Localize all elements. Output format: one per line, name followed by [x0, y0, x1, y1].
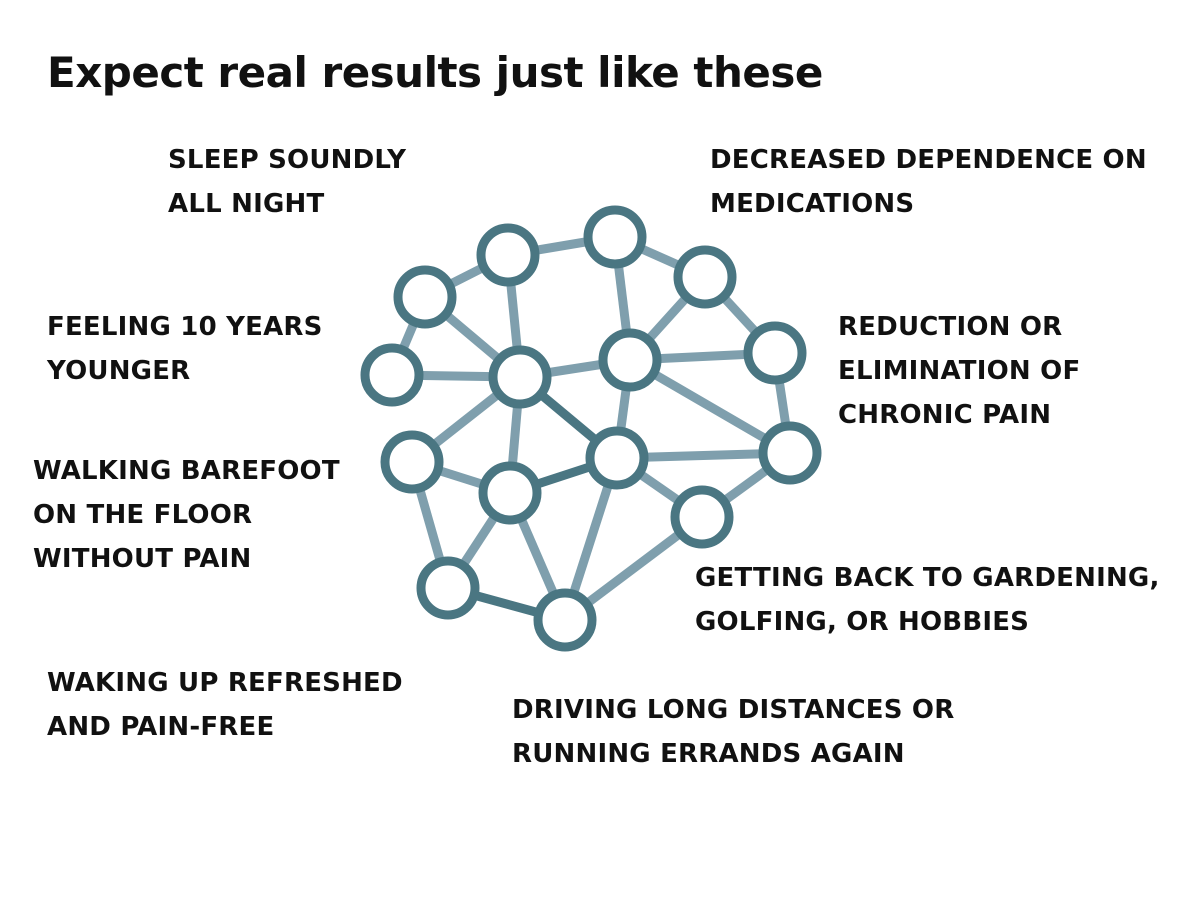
network-node — [476, 223, 540, 287]
result-label-barefoot: WALKING BAREFOOT ON THE FLOOR WITHOUT PA… — [33, 456, 340, 574]
result-label-hobbies: GETTING BACK TO GARDENING, GOLFING, OR H… — [695, 563, 1160, 637]
network-node — [488, 345, 552, 409]
network-node — [416, 556, 480, 620]
network-node — [673, 245, 737, 309]
network-node — [743, 321, 807, 385]
network-node — [478, 461, 542, 525]
result-label-waking: WAKING UP REFRESHED AND PAIN-FREE — [47, 668, 403, 742]
network-node — [360, 343, 424, 407]
result-label-medications: DECREASED DEPENDENCE ON MEDICATIONS — [710, 145, 1147, 219]
result-label-chronic-pain: REDUCTION OR ELIMINATION OF CHRONIC PAIN — [838, 312, 1081, 430]
network-node — [583, 205, 647, 269]
network-node — [533, 588, 597, 652]
result-label-sleep: SLEEP SOUNDLY ALL NIGHT — [168, 145, 407, 219]
network-node — [758, 421, 822, 485]
result-label-younger: FEELING 10 YEARS YOUNGER — [47, 312, 323, 386]
network-node — [393, 265, 457, 329]
result-label-driving: DRIVING LONG DISTANCES OR RUNNING ERRAND… — [512, 695, 955, 769]
network-node — [585, 426, 649, 490]
network-node — [598, 328, 662, 392]
page-title: Expect real results just like these — [47, 48, 823, 97]
network-node — [670, 485, 734, 549]
network-node — [380, 430, 444, 494]
